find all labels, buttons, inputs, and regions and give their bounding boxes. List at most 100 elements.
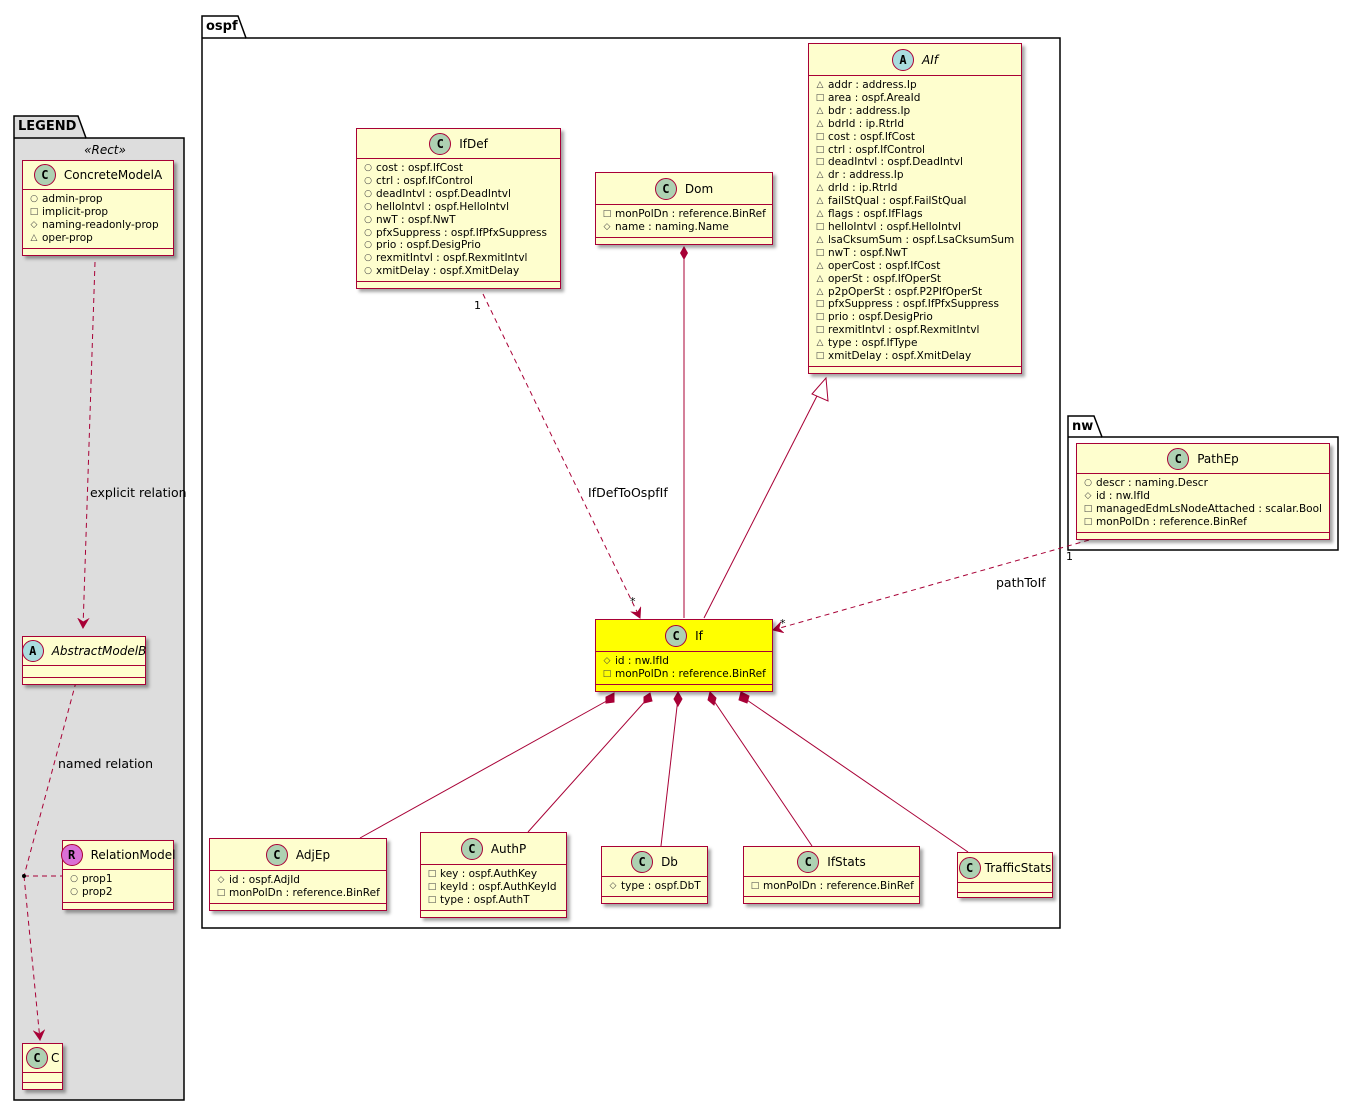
public-icon: ○ [364,266,372,277]
protected-icon: ◇ [603,656,611,666]
class-name: Db [661,854,678,869]
attribute-row: ○deadIntvl : ospf.DeadIntvl [364,187,511,200]
relation-class-icon: R [60,844,83,866]
private-icon: □ [1083,516,1093,527]
dom-diamond [680,246,688,260]
public-icon: ○ [364,227,372,238]
ifdef-to-if-line [482,293,640,618]
aif-inheritance-triangle [811,376,829,402]
ifdef-multiplicity: 1 [474,299,481,312]
class-icon: C [631,850,654,873]
class-icon: C [26,1047,48,1069]
attribute-row: ◇id : nw.IfId [603,655,669,667]
attribute-row: □rexmitIntvl : ospf.RexmitIntvl [815,324,980,337]
attribute-row: □implicit-prop [29,205,109,218]
private-icon: □ [815,312,825,323]
private-icon: □ [815,92,825,103]
package-icon: △ [816,273,824,284]
path-to-if-label: pathToIf [996,575,1046,590]
explicit-relation-label: explicit relation [90,485,187,500]
attribute-row: △dr : address.Ip [816,169,904,182]
attribute-row: △type : ospf.IfType [816,337,918,350]
attribute-row: ○prop2 [70,885,113,898]
attribute-row: □xmitDelay : ospf.XmitDelay [815,350,972,363]
attribute-row: □deadIntvl : ospf.DeadIntvl [815,156,963,169]
private-icon: □ [602,209,612,219]
class-icon: C [1167,447,1190,470]
attribute-row: □type : ospf.AuthT [427,893,530,906]
nw-package-label: nw [1072,419,1094,434]
private-icon: □ [427,881,437,892]
attribute-row: △operCost : ospf.IfCost [816,259,941,272]
attribute-row: ◇id : nw.IfId [1084,489,1150,502]
if-children-compositions [359,690,969,853]
named-relation-label: named relation [58,756,153,771]
attribute-row: ◇id : ospf.AdjId [217,874,300,886]
attribute-row: △bdrId : ip.RtrId [816,117,905,130]
abstract-class-icon: A [21,640,44,662]
attribute-row: △drId : ip.RtrId [816,182,898,195]
class-icon: C [265,843,288,866]
package-icon: △ [816,209,824,220]
abstract-class-icon: A [892,48,914,71]
public-icon: ○ [364,188,372,199]
public-icon: ○ [70,874,78,884]
public-icon: ○ [364,201,372,212]
private-icon: □ [1083,503,1093,514]
legend-package [13,115,185,1101]
attribute-row: □monPolDn : reference.BinRef [602,667,766,680]
attribute-row: ○cost : ospf.IfCost [364,162,463,174]
package-icon: △ [816,80,824,90]
if-multiplicity-from-ifdef: * [630,595,636,608]
attribute-row: ○prop1 [70,873,113,885]
private-icon: □ [427,894,437,905]
class-icon: C [654,177,677,200]
legend-stereotype: «Rect» [84,143,126,157]
private-icon: □ [216,887,226,898]
named-relation-line-2 [23,875,40,1040]
attribute-row: □area : ospf.AreaId [815,91,921,104]
class-name: Dom [684,181,714,196]
attribute-row: ○admin-prop [30,193,103,205]
class-icon: C [33,164,56,186]
pathep-multiplicity: 1 [1066,550,1073,563]
package-icon: △ [816,338,824,349]
explicit-relation-line [83,261,96,628]
attribute-row: □ctrl : ospf.IfControl [815,143,925,156]
class-name: AbstractModelB [51,644,147,658]
class-name: If [695,628,703,643]
public-icon: ○ [364,163,372,173]
attribute-row: ○rexmitIntvl : ospf.RexmitIntvl [364,252,528,265]
attribute-row: □monPolDn : reference.BinRef [1083,515,1247,528]
attribute-row: △failStQual : ospf.FailStQual [816,195,967,208]
public-icon: ○ [364,253,372,264]
class-name: C [51,1051,60,1065]
attribute-row: ○helloIntvl : ospf.HelloIntvl [364,200,510,213]
protected-icon: ◇ [609,881,617,891]
class-name: IfDef [459,136,488,151]
aif-generalization-line [703,391,820,619]
package-icon: △ [30,232,38,243]
attribute-row: ○nwT : ospf.NwT [364,213,456,226]
legend-package-label: LEGEND [18,119,77,134]
class-db[interactable]: C Db ◇type : ospf.DbT [601,846,708,904]
public-icon: ○ [1084,478,1092,488]
class-abstract-model-b[interactable]: A AbstractModelB [21,636,147,685]
attribute-row: △lsaCksumSum : ospf.LsaCksumSum [816,233,1015,246]
private-icon: □ [815,131,825,142]
attribute-row: ◇type : ospf.DbT [609,880,701,892]
attribute-row: △addr : address.Ip [816,79,917,91]
